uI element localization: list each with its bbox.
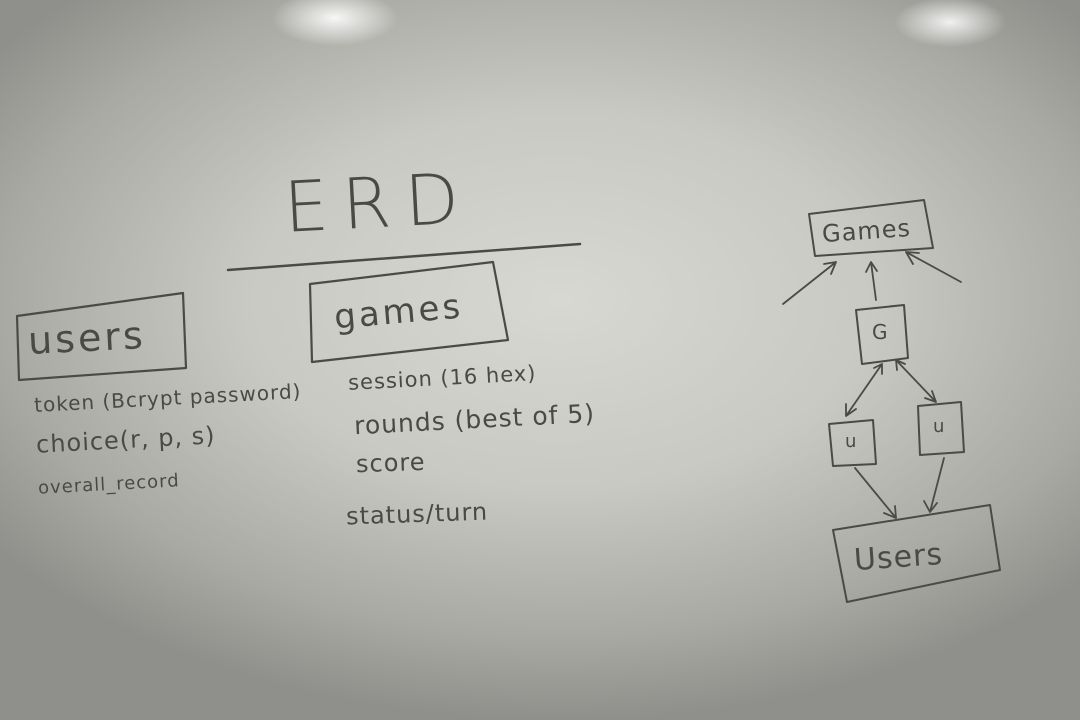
games-table-box xyxy=(308,260,510,364)
games-entity-box xyxy=(808,199,934,257)
g-node-box xyxy=(855,304,909,365)
u-node-right-box xyxy=(917,401,965,456)
title-underline xyxy=(226,242,582,272)
users-table-box xyxy=(15,291,188,382)
erd-title: ERD xyxy=(281,157,475,249)
arrow-into-games-right xyxy=(905,251,962,283)
arrow-g-u-right xyxy=(895,359,937,403)
arrow-g-u-left xyxy=(845,363,883,417)
users-entity-box xyxy=(832,504,1001,603)
arrow-u-right-to-users xyxy=(923,457,945,513)
g-node-label: G xyxy=(872,320,889,344)
arrow-into-games-left xyxy=(782,261,837,305)
users-table-name: users xyxy=(26,312,147,364)
games-field-status-turn: status/turn xyxy=(345,497,489,531)
users-entity-label: Users xyxy=(852,536,945,579)
u-node-right-label: u xyxy=(933,416,946,437)
arrow-g-to-games xyxy=(865,261,878,301)
games-field-score: score xyxy=(355,447,426,479)
u-node-left-label: u xyxy=(845,431,858,452)
u-node-left-box xyxy=(828,419,877,467)
arrow-u-left-to-users xyxy=(854,467,897,519)
